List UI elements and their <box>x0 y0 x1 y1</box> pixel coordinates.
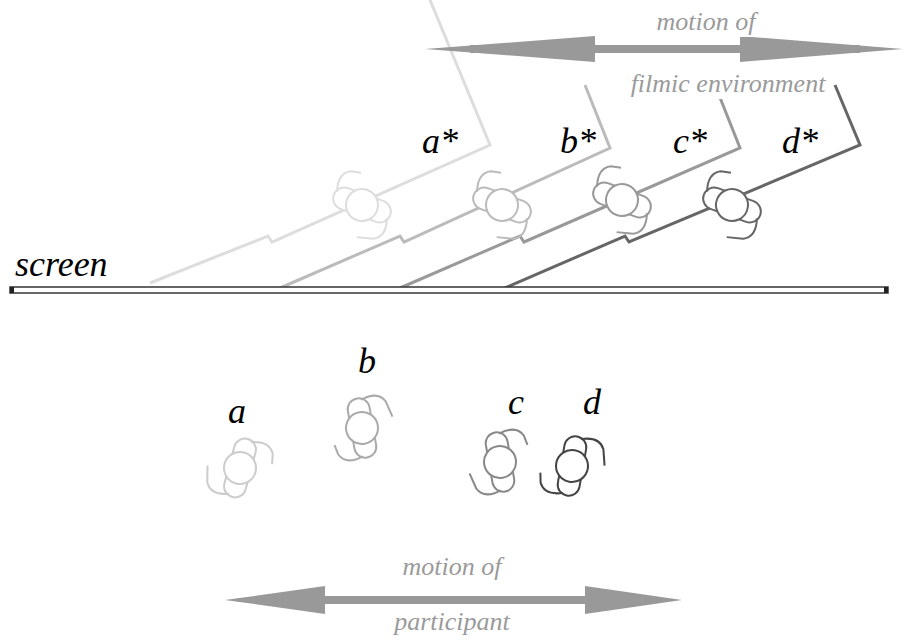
position-label: a <box>228 392 246 432</box>
arrow-label: motion of <box>653 8 760 37</box>
position-label: b <box>358 342 376 382</box>
virtual-position-label: c* <box>673 122 707 162</box>
arrow-label: filmic environment <box>627 70 830 99</box>
screen-bar <box>10 287 888 293</box>
position-label: c <box>508 383 524 423</box>
virtual-position-label: a* <box>422 122 458 162</box>
virtual-position-label: d* <box>782 122 818 162</box>
participant-figures <box>201 393 608 505</box>
motion-arrows <box>225 36 903 614</box>
arrow-label: participant <box>390 608 514 637</box>
position-label: d <box>583 383 601 423</box>
virtual-position-label: b* <box>560 122 596 162</box>
virtual-figures <box>323 162 771 246</box>
screen-label: screen <box>15 245 108 285</box>
arrow-label: motion of <box>399 553 506 582</box>
